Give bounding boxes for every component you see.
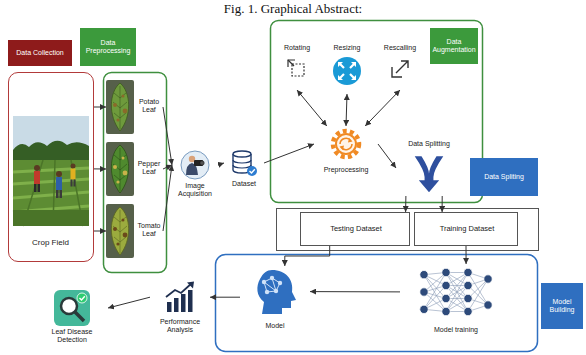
split-cell: Training Dataset <box>414 212 518 246</box>
node-label: Leaf Disease Detection <box>36 328 108 344</box>
augmentation-op: Resizing <box>324 44 370 94</box>
neural-icon <box>416 264 496 320</box>
augmentation-op: Rescalling <box>376 44 424 90</box>
flow-arrow <box>466 246 467 264</box>
training-step: Model training <box>400 264 512 346</box>
acquisition-step: Image Acquisition <box>172 150 218 212</box>
splitting-step: Data Splitting <box>396 140 462 196</box>
preprocessing-step: Preprocessing <box>314 126 378 188</box>
flow-arrow <box>310 291 400 292</box>
node-label: Testing Dataset <box>303 225 409 234</box>
augmentation-op: Rotating <box>276 44 318 90</box>
merge-icon <box>412 153 446 193</box>
node-label: Rotating <box>276 44 318 52</box>
detection-step: Leaf Disease Detection <box>36 290 108 352</box>
flow-arrow <box>94 231 106 232</box>
flow-arrow <box>297 90 327 126</box>
model-step: Model <box>240 266 310 346</box>
flow-arrow <box>210 297 240 298</box>
dataset-step: Dataset <box>224 146 264 196</box>
figure-title: Fig. 1. Graphical Abstract: <box>0 1 586 17</box>
rescale-icon <box>389 58 411 80</box>
camera-icon <box>180 150 210 180</box>
node-label: Rescalling <box>376 44 424 52</box>
flow-arrow <box>264 144 314 163</box>
node-label: Data Spliting <box>472 173 536 181</box>
dataset-icon <box>230 148 258 178</box>
node-label: Dataset <box>224 180 264 188</box>
flow-arrow <box>405 196 406 212</box>
split-cell: Testing Dataset <box>300 212 410 246</box>
node-label: Crop Field <box>10 238 92 247</box>
node-label: Data Preprocessing <box>82 39 134 55</box>
node-label: Data Augmentation <box>432 38 476 54</box>
flow-arrow <box>346 94 347 126</box>
flow-arrow <box>163 107 172 165</box>
gear-icon <box>328 126 364 162</box>
flow-arrow <box>108 297 150 308</box>
stage-tag: Model Building <box>541 283 583 329</box>
node-label: Model training <box>400 326 512 334</box>
stage-tag: Data Preprocessing <box>80 28 136 66</box>
flow-arrow <box>365 90 400 126</box>
flow-arrow <box>218 163 224 165</box>
augmentation-frame <box>271 21 483 203</box>
node-label: Resizing <box>324 44 370 52</box>
pepper-icon <box>106 142 134 196</box>
node-label: Performance Analysis <box>150 318 210 334</box>
resize-icon <box>332 56 362 86</box>
node-label: Data Collection <box>10 49 70 57</box>
node-label: Data Splitting <box>396 140 462 148</box>
flow-arrow <box>163 165 172 231</box>
stage-tag: Data Spliting <box>470 158 538 196</box>
flow-arrow <box>442 196 443 212</box>
node-label: Pepper Leaf <box>135 160 163 176</box>
analysis-step: Performance Analysis <box>150 280 210 346</box>
field-icon <box>13 116 89 226</box>
flow-arrow <box>163 165 172 169</box>
crop-field-frame: Crop Field <box>8 72 94 262</box>
leaf-sample: Tomato Leaf <box>106 202 163 260</box>
node-label: Potato Leaf <box>135 98 163 114</box>
node-label: Model Building <box>543 298 581 314</box>
tomato-icon <box>106 204 134 258</box>
perf-icon <box>163 280 197 314</box>
flow-arrow <box>378 144 396 168</box>
stage-tag: Data Collection <box>8 40 72 66</box>
node-label: Preprocessing <box>314 166 378 174</box>
potato-icon <box>106 80 134 134</box>
stage-tag: Data Augmentation <box>430 28 478 64</box>
detect-icon <box>54 290 90 326</box>
model-frame <box>216 255 538 352</box>
node-label: Model <box>240 322 310 330</box>
node-label: Tomato Leaf <box>135 222 163 238</box>
node-label: Image Acquisition <box>172 182 218 198</box>
rotate-icon <box>286 58 308 80</box>
leaf-sample: Potato Leaf <box>106 78 163 136</box>
leaf-group-frame <box>104 73 167 273</box>
flow-arrow <box>94 168 106 169</box>
leaf-sample: Pepper Leaf <box>106 140 163 198</box>
flow-arrow <box>94 107 106 108</box>
flow-arrow <box>285 246 330 266</box>
node-label: Training Dataset <box>417 225 517 234</box>
model-icon <box>252 266 298 316</box>
split-frame <box>277 209 539 251</box>
